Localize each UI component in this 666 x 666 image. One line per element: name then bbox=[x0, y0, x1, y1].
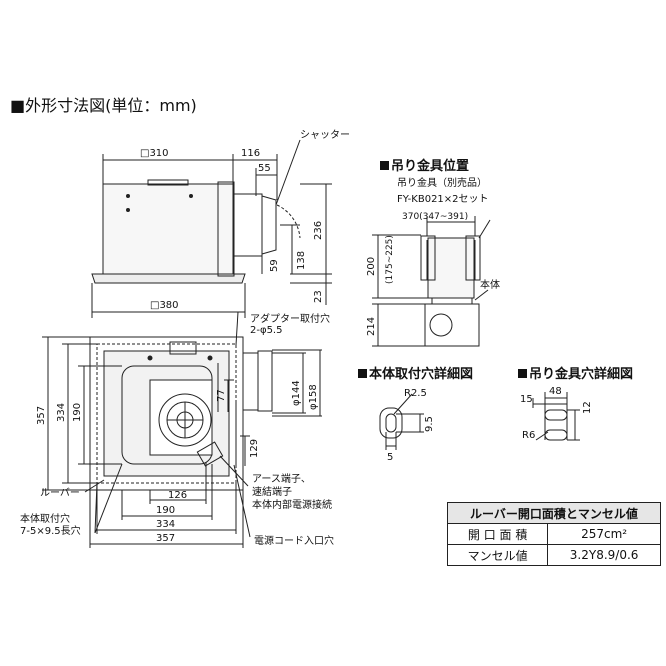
label-mount-hole-2: 7-5×9.5長穴 bbox=[20, 524, 81, 537]
table-row: マンセル値 3.2Y8.9/0.6 bbox=[446, 544, 661, 566]
dim-190-h: 190 bbox=[156, 505, 175, 516]
dim-334-h: 334 bbox=[156, 519, 175, 530]
label-earth-1: アース端子、 bbox=[252, 472, 311, 485]
plan-view bbox=[42, 311, 322, 548]
dim-9-5: 9.5 bbox=[424, 416, 435, 432]
label-shutter: シャッター bbox=[300, 129, 350, 141]
dim-116: 116 bbox=[241, 148, 260, 159]
dim-357-v: 357 bbox=[36, 406, 47, 425]
label-mount-hole-1: 本体取付穴 bbox=[20, 512, 70, 525]
label-louver: ルーバー bbox=[40, 487, 80, 499]
spec-label: 開 口 面 積 bbox=[446, 523, 549, 545]
dim-380: □380 bbox=[150, 300, 179, 311]
dim-77: 77 bbox=[216, 389, 227, 402]
label-earth-2: 速結端子 bbox=[252, 485, 292, 498]
section-hanger-hole-detail: 吊り金具穴詳細図 bbox=[518, 363, 633, 382]
dim-200: 200 bbox=[366, 257, 377, 276]
dim-214: 214 bbox=[366, 317, 377, 336]
page-title: ■外形寸法図(単位：mm) bbox=[10, 96, 197, 115]
label-hanger-item: 吊り金具（別売品） bbox=[397, 176, 487, 189]
dim-12: 12 bbox=[582, 401, 593, 414]
hanger-view bbox=[372, 216, 491, 347]
dim-phi158: φ158 bbox=[308, 384, 319, 410]
dim-310: □310 bbox=[140, 148, 169, 159]
section-hanger-position: 吊り金具位置 bbox=[380, 155, 469, 174]
louver-spec-table: ルーバー開口面積とマンセル値 開 口 面 積 257cm² マンセル値 3.2Y… bbox=[446, 502, 661, 566]
side-view bbox=[91, 139, 332, 318]
spec-table-header: ルーバー開口面積とマンセル値 bbox=[447, 502, 661, 524]
spec-label: マンセル値 bbox=[446, 544, 549, 566]
dim-55: 55 bbox=[258, 163, 271, 174]
label-body: 本体 bbox=[480, 278, 500, 291]
label-power-cord: 電源コード入口穴 bbox=[254, 534, 334, 547]
dim-15: 15 bbox=[520, 394, 533, 405]
dim-r25: R2.5 bbox=[404, 388, 427, 399]
spec-value: 257cm² bbox=[547, 523, 661, 545]
section-body-hole-detail: 本体取付穴詳細図 bbox=[358, 363, 473, 382]
dim-5: 5 bbox=[387, 452, 393, 463]
label-earth-3: 本体内部電源接続 bbox=[252, 498, 332, 511]
dim-334-v: 334 bbox=[56, 403, 67, 422]
dim-48: 48 bbox=[549, 386, 562, 397]
dim-236: 236 bbox=[313, 221, 324, 240]
dim-r6: R6 bbox=[522, 430, 535, 441]
dim-190-v: 190 bbox=[72, 403, 83, 422]
label-adapter-hole: アダプター取付穴 bbox=[250, 312, 330, 325]
hanger-hole-detail bbox=[532, 392, 580, 441]
dim-23: 23 bbox=[313, 290, 324, 303]
table-row: 開 口 面 積 257cm² bbox=[446, 523, 661, 545]
section-marker-icon bbox=[518, 369, 527, 378]
dim-138: 138 bbox=[296, 251, 307, 270]
label-adapter-hole-size: 2-φ5.5 bbox=[250, 325, 282, 336]
spec-value: 3.2Y8.9/0.6 bbox=[547, 544, 661, 566]
label-hanger-model: FY-KB021×2セット bbox=[397, 193, 489, 205]
dim-370: 370(347~391) bbox=[402, 212, 468, 222]
dim-357-h: 357 bbox=[156, 533, 175, 544]
dim-200-range: (175~225) bbox=[385, 235, 395, 284]
dim-129: 129 bbox=[249, 439, 260, 458]
section-marker-icon bbox=[358, 369, 367, 378]
body-hole-detail bbox=[379, 393, 424, 450]
dim-phi144: φ144 bbox=[291, 380, 302, 406]
dim-126: 126 bbox=[168, 490, 187, 501]
section-marker-icon bbox=[380, 161, 389, 170]
dim-59: 59 bbox=[269, 259, 280, 272]
